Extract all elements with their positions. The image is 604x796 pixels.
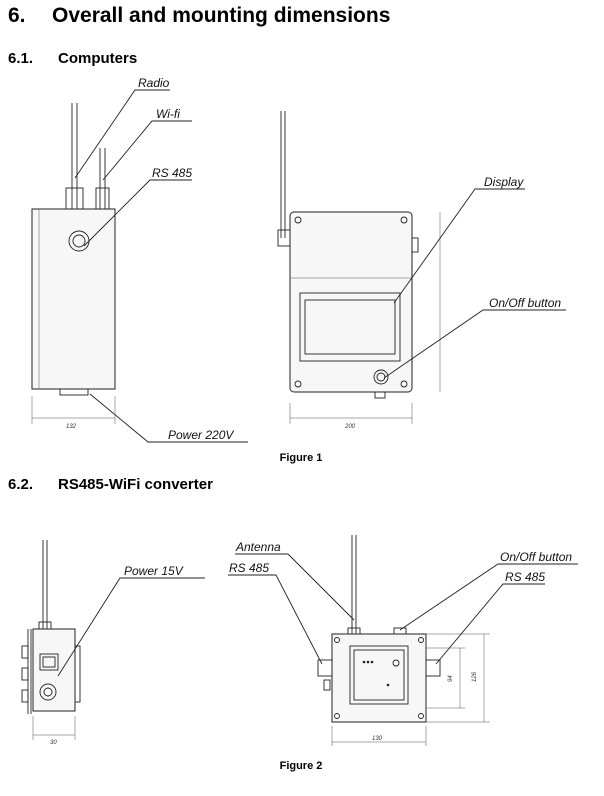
dim-height-outer: 126 (472, 671, 478, 682)
dim-front-width: 130 (372, 736, 383, 742)
label-antenna: Antenna (235, 540, 281, 554)
figure-1-caption: Figure 1 (279, 452, 323, 464)
converter-front-view: 130 94 126 (317, 535, 490, 746)
subsection-heading-converter: 6.2. RS485-WiFi converter (8, 476, 213, 493)
computer-side-view: 132 (31, 103, 116, 430)
subsection-number: 6.2. (8, 476, 34, 493)
subsection-number: 6.1. (8, 50, 34, 67)
label-radio: Radio (138, 76, 170, 90)
label-rs485: RS 485 (152, 166, 192, 180)
computer-front-view: 200 (277, 111, 441, 430)
figure-2-caption: Figure 2 (279, 760, 323, 772)
dim-side-width: 30 (50, 740, 57, 746)
label-display: Display (484, 175, 524, 189)
converter-side-view: 30 (21, 540, 81, 746)
section-heading: 6. Overall and mounting dimensions (8, 4, 390, 28)
subsection-title: Computers (58, 50, 138, 67)
figure-2-drawing: 30 Power 15V 130 94 126 (21, 535, 578, 746)
dim-side-width: 132 (66, 424, 77, 430)
label-rs485-left: RS 485 (229, 561, 269, 575)
label-on-off-button: On/Off button (500, 550, 572, 564)
figure-1-drawing: 132 Radio Wi-fi RS 485 Power 220V 200 Di… (31, 76, 566, 443)
section-number: 6. (8, 4, 26, 27)
dim-height-inner: 94 (448, 675, 454, 682)
subsection-title: RS485-WiFi converter (58, 476, 213, 493)
label-wifi: Wi-fi (156, 107, 180, 121)
section-title: Overall and mounting dimensions (52, 4, 391, 27)
subsection-heading-computers: 6.1. Computers (8, 50, 137, 67)
label-rs485-right: RS 485 (505, 570, 545, 584)
label-power-15v: Power 15V (124, 564, 184, 578)
label-on-off-button: On/Off button (489, 296, 561, 310)
dim-front-width: 200 (344, 424, 356, 430)
label-power-220v: Power 220V (168, 428, 234, 442)
